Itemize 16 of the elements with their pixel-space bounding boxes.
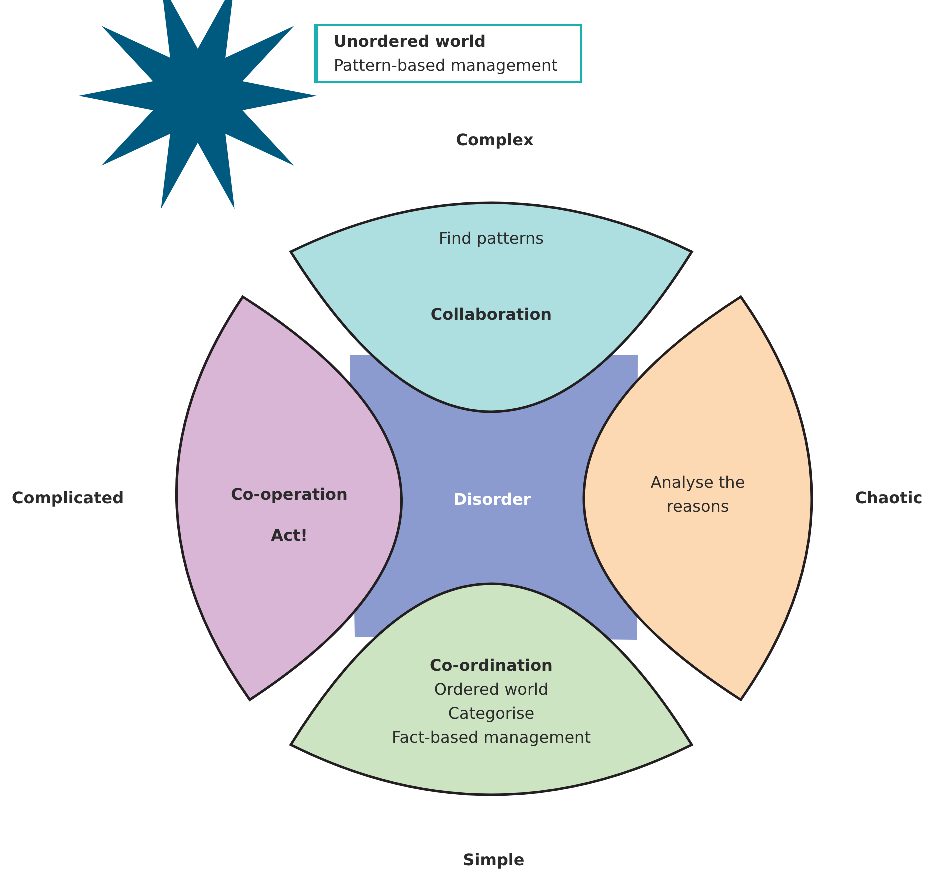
heading-text: Co-operation: [231, 484, 348, 506]
body-text: Ordered world: [434, 679, 549, 701]
domain-label: Complicated: [12, 488, 124, 508]
body-text: Categorise: [448, 703, 535, 725]
domain-label: Complex: [456, 130, 534, 150]
heading-text: Unordered world: [334, 31, 486, 53]
heading-text: Disorder: [454, 489, 532, 511]
domain-label: Chaotic: [855, 488, 923, 508]
domain-label: Simple: [463, 850, 525, 870]
body-text: Pattern-based management: [334, 55, 558, 77]
heading-text: Act!: [271, 525, 308, 547]
body-text: Find patterns: [439, 228, 544, 250]
body-text: Fact-based management: [392, 727, 591, 749]
heading-text: Collaboration: [430, 304, 552, 326]
body-text: Analyse the reasons: [650, 472, 746, 518]
heading-text: Co-ordination: [430, 655, 553, 677]
